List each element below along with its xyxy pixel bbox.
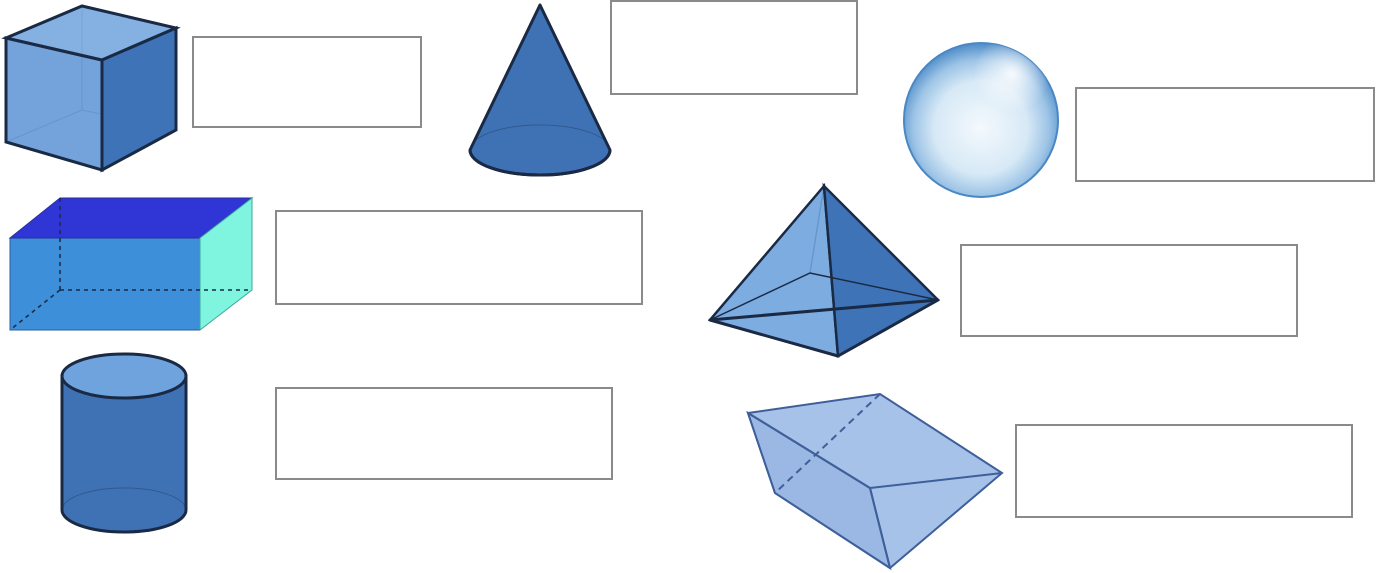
triangular-prism-icon xyxy=(740,388,1010,573)
sphere-answer-input[interactable] xyxy=(1075,87,1375,182)
triangular-prism-answer-input[interactable] xyxy=(1015,424,1353,518)
cube-icon xyxy=(0,0,185,175)
rectangular-prism-answer-input[interactable] xyxy=(275,210,643,305)
cylinder-answer-input[interactable] xyxy=(275,387,613,480)
pyramid-answer-input[interactable] xyxy=(960,244,1298,337)
cylinder-icon xyxy=(55,348,195,543)
cube-answer-input[interactable] xyxy=(192,36,422,128)
cone-answer-input[interactable] xyxy=(610,0,858,95)
rectangular-prism-icon xyxy=(0,190,265,340)
pyramid-icon xyxy=(700,178,945,363)
cone-icon xyxy=(462,0,617,182)
